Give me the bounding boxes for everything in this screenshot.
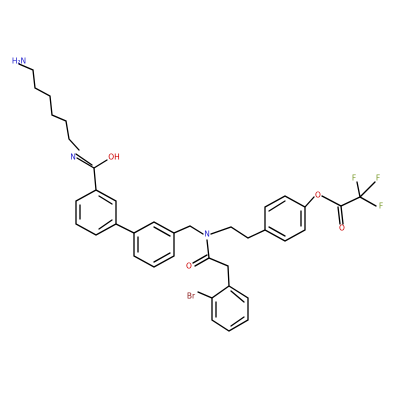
- atom-label-hydroxyl: OH: [108, 153, 120, 162]
- bond-o-carbonyl: [321, 195, 342, 207]
- bond-ring4-o: [304, 196, 315, 208]
- ring-1: [75, 189, 117, 236]
- atom-label-tertiary-nitrogen: N: [204, 230, 210, 239]
- ring-2-inner: [137, 226, 171, 263]
- bond-benzyl: [173, 225, 204, 235]
- bond-ch2: [208, 257, 230, 287]
- bond-n-ethyl: [210, 226, 266, 239]
- bond-chain: [18, 63, 80, 151]
- bond-n-carbonyl: [206, 239, 210, 259]
- atom-label-carbonyl-oxygen: O: [339, 224, 345, 233]
- bond-ester-co: [337, 205, 344, 225]
- atom-label-imine-nitrogen: N: [70, 153, 76, 162]
- atom-label-fluorine-2: F: [376, 174, 380, 183]
- bond-imine: [75, 153, 95, 169]
- ring-2: [133, 221, 175, 268]
- bond-c-oh: [93, 159, 108, 169]
- bond-c-ring1: [93, 167, 97, 191]
- bond-cf3: [340, 181, 377, 207]
- atom-labels: H₂N N OH N O Br O O F F F: [12, 57, 383, 301]
- atom-label-amine: H₂N: [12, 57, 26, 66]
- bond-lines: [18, 63, 377, 332]
- ring-4: [264, 195, 306, 242]
- bond-c-br: [197, 291, 213, 299]
- bond-amide-co: [192, 254, 210, 267]
- atom-label-ester-oxygen: O: [315, 191, 321, 200]
- atom-label-bromine: Br: [187, 292, 196, 301]
- atom-label-amide-oxygen: O: [186, 262, 192, 271]
- ring-3: [211, 285, 249, 332]
- atom-label-fluorine-3: F: [379, 202, 383, 211]
- ring-1-inner: [79, 195, 113, 230]
- atom-label-fluorine-1: F: [352, 174, 356, 183]
- ring-3-inner: [215, 290, 245, 327]
- ring-4-inner: [268, 200, 302, 237]
- bond-ring1-ring2: [115, 223, 135, 234]
